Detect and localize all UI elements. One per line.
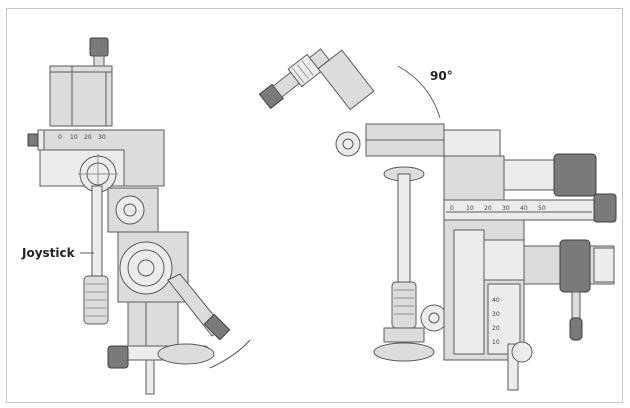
vertical-rod — [397, 173, 411, 283]
left-tick-0: 0 — [58, 134, 62, 141]
right-h-tick-5: 50 — [538, 205, 546, 212]
right-v-tick-3: 10 — [492, 339, 500, 346]
right-h-tick-2: 20 — [484, 205, 492, 212]
arm-knob — [203, 313, 231, 341]
rotation-arc-right — [397, 65, 441, 119]
right-h-tick-1: 10 — [466, 205, 474, 212]
upper-stage — [443, 155, 505, 207]
base-wheel — [157, 343, 215, 365]
vertical-scale-block — [487, 283, 521, 355]
rotation-arc-left — [209, 339, 251, 369]
angle-label: 90° — [430, 69, 453, 83]
side-handle — [391, 281, 417, 329]
right-v-tick-1: 30 — [492, 311, 500, 318]
side-base-wheel — [373, 342, 435, 362]
tilted-block — [317, 49, 375, 111]
side-knob-left — [27, 133, 39, 147]
tilted-spring — [287, 53, 322, 88]
right-h-tick-4: 40 — [520, 205, 528, 212]
left-scale: 0 10 20 30 — [58, 134, 106, 141]
right-h-tick-3: 30 — [502, 205, 510, 212]
upper-block — [49, 65, 113, 127]
left-tick-3: 30 — [98, 134, 106, 141]
upper-right-knob — [553, 153, 597, 197]
right-v-tick-0: 40 — [492, 297, 500, 304]
side-column — [383, 327, 425, 343]
right-h-tick-0: 0 — [450, 205, 454, 212]
joystick-shaft — [91, 185, 103, 277]
pendant-knob — [569, 317, 583, 341]
lower-box — [483, 239, 525, 281]
middle-gear — [115, 195, 145, 225]
pendant-shaft — [571, 291, 581, 319]
left-tick-2: 20 — [84, 134, 92, 141]
right-horizontal-scale: 0 10 20 30 40 50 — [450, 205, 546, 212]
joystick-label: Joystick — [21, 246, 76, 260]
tilted-gear — [335, 131, 361, 157]
left-tick-1: 10 — [70, 134, 78, 141]
right-arm-knob — [559, 239, 591, 293]
lower-rod — [507, 343, 519, 391]
lower-panel — [453, 229, 485, 355]
lower-gear — [511, 341, 533, 363]
mount-rod — [145, 359, 155, 395]
column-block — [127, 301, 179, 347]
side-view-manipulator — [258, 48, 617, 391]
side-gear — [420, 304, 448, 332]
front-view-manipulator — [27, 37, 251, 395]
horizontal-knob — [593, 193, 617, 223]
right-v-tick-2: 20 — [492, 325, 500, 332]
tilted-head — [258, 48, 375, 111]
right-vertical-scale: 40 30 20 10 — [492, 297, 500, 346]
upper-stage-extension — [503, 159, 555, 191]
base-knob — [107, 345, 129, 369]
rail-extension — [443, 129, 501, 157]
knob-shaft — [93, 55, 105, 67]
right-arm-cap — [593, 247, 615, 283]
